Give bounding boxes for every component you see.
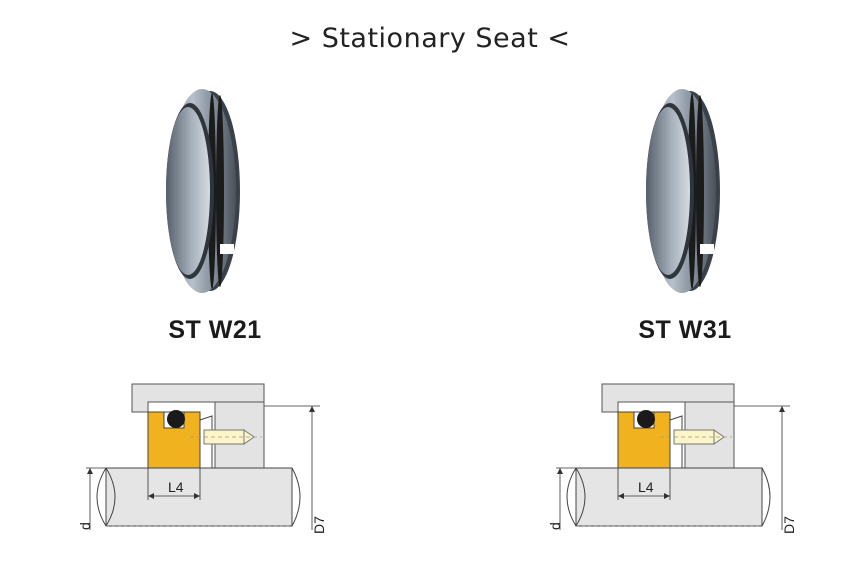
title-text: Stationary Seat bbox=[321, 23, 539, 54]
seat-cross-section-drawing: L4 d D7 bbox=[80, 383, 327, 534]
model-label: ST W21 bbox=[168, 316, 262, 344]
product-panel-st-w31: ST W31 L4 d D7 bbox=[430, 0, 860, 562]
length-label: L4 bbox=[638, 479, 654, 495]
o-ring bbox=[637, 410, 655, 428]
pin bbox=[203, 429, 245, 445]
product-panel-st-w21: ST W21 L4 d D7 bbox=[80, 89, 327, 534]
o-ring bbox=[167, 410, 185, 428]
title-left-mark: > bbox=[289, 23, 313, 54]
seat-ring-photo bbox=[646, 89, 720, 293]
outer-dia-label: D7 bbox=[781, 516, 797, 534]
title-right-mark: < bbox=[547, 23, 571, 54]
page-title: > Stationary Seat < bbox=[0, 22, 860, 54]
model-label: ST W31 bbox=[638, 316, 732, 344]
outer-dia-label: D7 bbox=[311, 516, 327, 534]
shaft bbox=[105, 467, 293, 527]
pin bbox=[673, 429, 715, 445]
shaft-dia-label: d bbox=[550, 522, 563, 530]
seat-ring-photo bbox=[166, 89, 240, 293]
shaft bbox=[575, 467, 763, 527]
seat-cross-section-drawing: L4 d D7 bbox=[550, 383, 797, 534]
shaft-dia-label: d bbox=[80, 522, 93, 530]
length-label: L4 bbox=[168, 479, 184, 495]
